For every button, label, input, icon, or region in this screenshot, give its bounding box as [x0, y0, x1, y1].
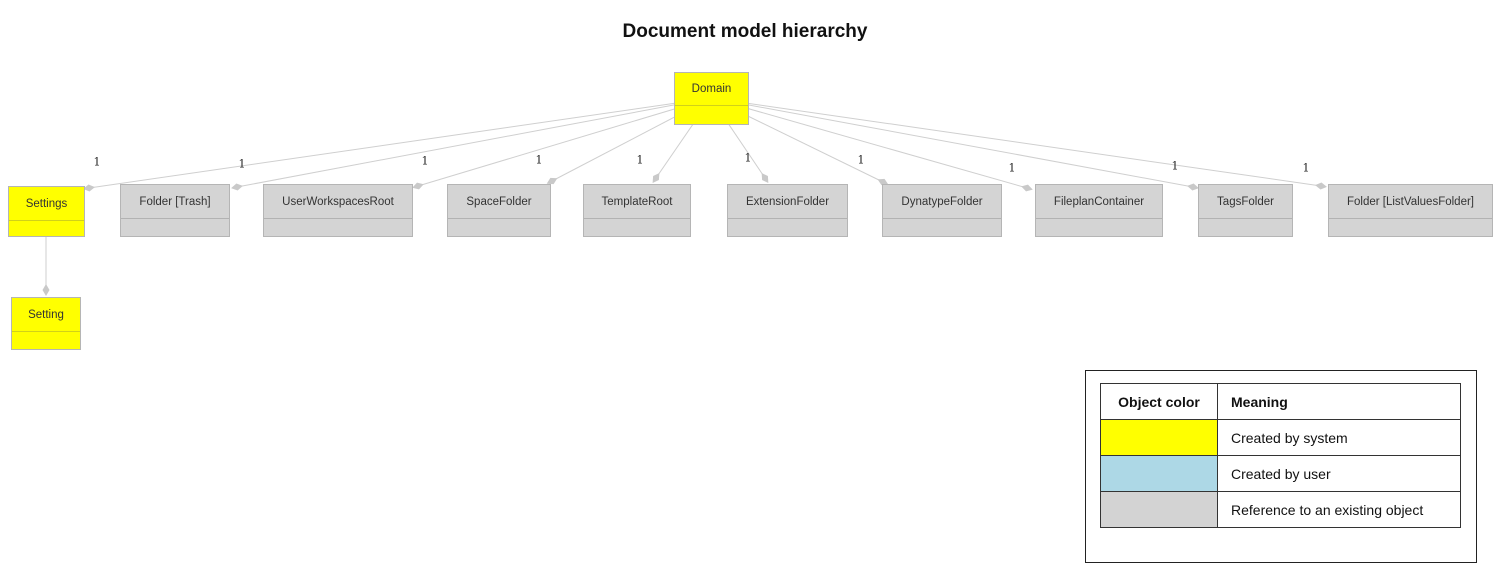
node-dynatypefolder-label: DynatypeFolder — [901, 195, 983, 208]
node-setting: Setting — [11, 297, 81, 350]
multiplicity-label: 1 — [238, 157, 246, 171]
multiplicity-label: 1 — [1008, 161, 1016, 175]
node-folder-trash-attributes-compartment — [121, 218, 229, 236]
node-spacefolder-attributes-compartment — [448, 218, 550, 236]
node-dynatypefolder-attributes-compartment — [883, 218, 1001, 236]
node-domain: Domain — [674, 72, 749, 125]
node-fileplancontainer: FileplanContainer — [1035, 184, 1163, 237]
legend-panel: Object color Meaning Created by system C… — [1085, 370, 1477, 563]
multiplicity-label: 1 — [535, 153, 543, 167]
legend-row-reference: Reference to an existing object — [1100, 491, 1461, 528]
legend-table: Object color Meaning Created by system C… — [1100, 383, 1461, 528]
legend-header-meaning: Meaning — [1217, 383, 1461, 420]
node-userworkspacesroot-label: UserWorkspacesRoot — [282, 195, 394, 208]
multiplicity-label: 1 — [636, 153, 644, 167]
node-tagsfolder: TagsFolder — [1198, 184, 1293, 237]
node-userworkspacesroot-attributes-compartment — [264, 218, 412, 236]
multiplicity-label: 1 — [93, 155, 101, 169]
node-folder-listvaluesfolder-label: Folder [ListValuesFolder] — [1347, 195, 1474, 208]
node-spacefolder: SpaceFolder — [447, 184, 551, 237]
multiplicity-label: 1 — [744, 151, 752, 165]
legend-meaning-system: Created by system — [1217, 419, 1461, 456]
node-extensionfolder-attributes-compartment — [728, 218, 847, 236]
node-templateroot: TemplateRoot — [583, 184, 691, 237]
node-folder-listvaluesfolder: Folder [ListValuesFolder] — [1328, 184, 1493, 237]
node-folder-listvaluesfolder-attributes-compartment — [1329, 218, 1492, 236]
node-tagsfolder-label: TagsFolder — [1217, 195, 1274, 208]
legend-meaning-reference: Reference to an existing object — [1217, 491, 1461, 528]
legend-header-object-color: Object color — [1100, 383, 1218, 420]
node-folder-trash: Folder [Trash] — [120, 184, 230, 237]
node-fileplancontainer-label: FileplanContainer — [1053, 195, 1145, 208]
node-userworkspacesroot: UserWorkspacesRoot — [263, 184, 413, 237]
legend-swatch-user — [1100, 455, 1218, 492]
legend-swatch-system — [1100, 419, 1218, 456]
page-title: Document model hierarchy — [622, 21, 868, 42]
multiplicity-label: 1 — [1171, 159, 1179, 173]
node-templateroot-label: TemplateRoot — [601, 195, 673, 208]
legend-row-system: Created by system — [1100, 419, 1461, 456]
node-setting-label: Setting — [28, 308, 64, 321]
node-settings-label: Settings — [25, 197, 68, 210]
node-domain-label: Domain — [691, 83, 732, 95]
legend-swatch-reference — [1100, 491, 1218, 528]
multiplicity-label: 1 — [857, 153, 865, 167]
node-folder-trash-label: Folder [Trash] — [139, 195, 211, 208]
legend-row-user: Created by user — [1100, 455, 1461, 492]
node-fileplancontainer-attributes-compartment — [1036, 218, 1162, 236]
legend-meaning-user: Created by user — [1217, 455, 1461, 492]
node-setting-attributes-compartment — [12, 331, 80, 349]
node-extensionfolder-label: ExtensionFolder — [745, 195, 830, 208]
aggregation-diamonds — [42, 173, 1327, 296]
node-dynatypefolder: DynatypeFolder — [882, 184, 1002, 237]
legend-header-row: Object color Meaning — [1100, 383, 1461, 420]
node-spacefolder-label: SpaceFolder — [466, 195, 532, 208]
node-settings-attributes-compartment — [9, 220, 84, 236]
node-domain-attributes-compartment — [675, 105, 748, 124]
multiplicity-label: 1 — [1302, 161, 1310, 175]
node-extensionfolder: ExtensionFolder — [727, 184, 848, 237]
node-tagsfolder-attributes-compartment — [1199, 218, 1292, 236]
node-settings: Settings — [8, 186, 85, 237]
multiplicity-label: 1 — [421, 154, 429, 168]
node-templateroot-attributes-compartment — [584, 218, 690, 236]
